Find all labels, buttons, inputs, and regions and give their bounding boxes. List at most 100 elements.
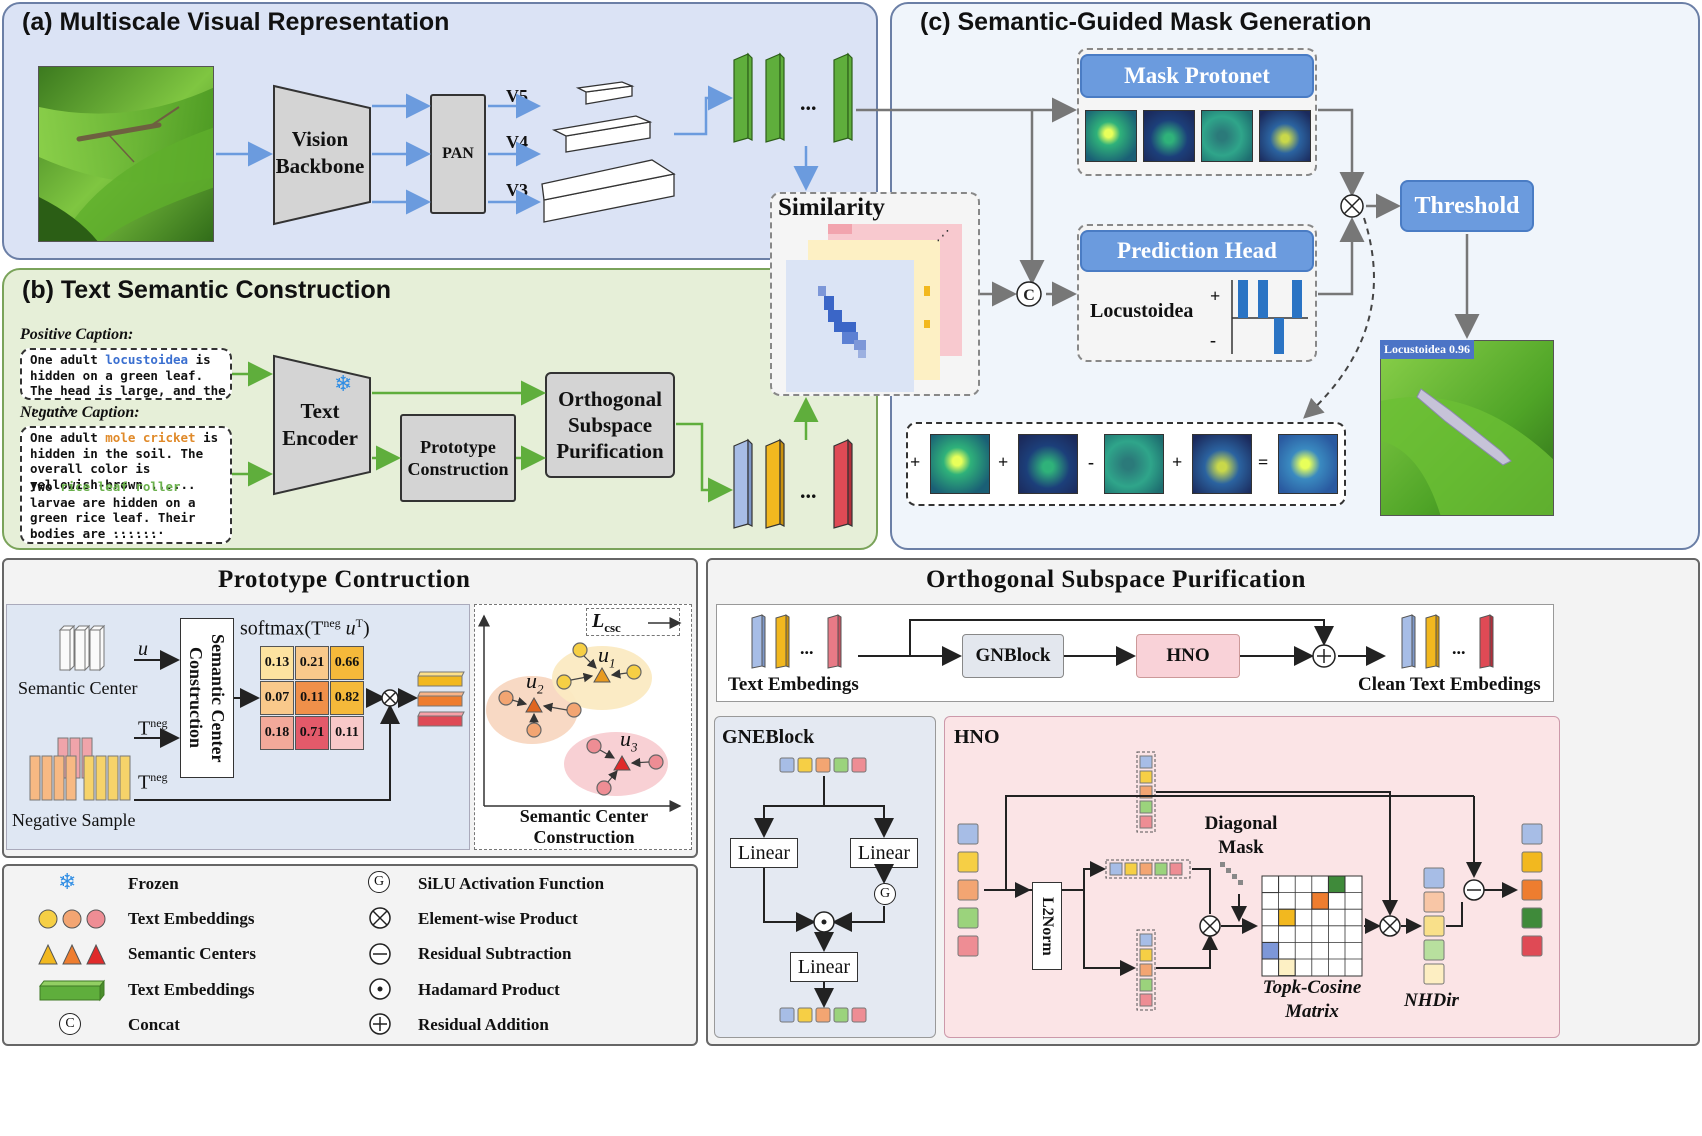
u1-label: u1	[598, 642, 616, 671]
feature-pyramid	[541, 81, 676, 223]
text-embedings-label: Text Embedings	[728, 674, 859, 695]
protonet-thumb-2	[1143, 110, 1195, 162]
gne-silu-icon: G	[874, 883, 896, 905]
legend-semantic-centers-triangles	[38, 943, 106, 965]
prototype-panel-title: Prototype Contruction	[218, 566, 471, 593]
gne-linear-right: Linear	[850, 838, 918, 868]
vision-backbone-label: Vision Backbone	[275, 127, 365, 178]
input-image	[38, 66, 214, 242]
svg-text:⋰: ⋰	[936, 228, 950, 244]
osp-input-bars	[751, 614, 842, 669]
scc-box-label: Semantic Center Construction	[186, 633, 228, 763]
legend-hadamard: Hadamard Product	[418, 980, 560, 999]
hadamard-product-icon	[369, 978, 391, 1000]
negative-caption-box	[20, 426, 232, 544]
sum-op-3: -	[1088, 452, 1094, 472]
topk-cosine-label: Topk-Cosine Matrix	[1262, 977, 1362, 1022]
matrix-cell-0-1: 0.21	[295, 646, 329, 680]
hno-box: HNO	[1136, 634, 1240, 678]
residual-addition-icon	[369, 1013, 391, 1035]
negative-caption-text-2: Two rice leaf roller larvae are hidden o…	[30, 479, 196, 541]
sum-op-4: +	[1172, 452, 1183, 472]
tneg-label-1: Tneg	[138, 716, 168, 740]
text-embedding-bars	[733, 438, 853, 529]
silu-icon: G	[368, 871, 390, 893]
sum-thumb-result	[1278, 434, 1338, 494]
tneg-label-2: Tneg	[138, 770, 168, 794]
pred-minus-sign: -	[1210, 330, 1216, 350]
prediction-head-label: Prediction Head	[1080, 230, 1314, 272]
osp-output-bars	[1401, 614, 1494, 669]
legend-concat: Concat	[128, 1015, 180, 1034]
legend-residual-sub: Residual Subtraction	[418, 944, 572, 963]
pan-box: PAN	[430, 94, 486, 214]
u2-label: u2	[526, 668, 544, 697]
text-encoder-label: Text Encoder	[282, 399, 358, 450]
semantic-center-label: Semantic Center	[18, 678, 138, 698]
snowflake-icon: ❄	[58, 870, 77, 895]
matrix-cell-2-0: 0.18	[260, 716, 294, 750]
l2norm-box	[1032, 882, 1062, 970]
negative-caption-more: .......	[112, 522, 165, 537]
result-label-badge: Locustoidea 0.96	[1380, 340, 1475, 359]
gneblock-title: GNEBlock	[722, 726, 815, 748]
hno-graphics	[957, 751, 1543, 1011]
positive-caption-text: One adult locustoidea is hidden on a gre…	[30, 352, 226, 414]
v3-label: V3	[506, 180, 528, 200]
text-encoder-shape	[273, 354, 371, 496]
negative-caption-text-1: One adult mole cricket is hidden in the …	[30, 430, 219, 492]
legend-semantic-centers: Semantic Centers	[128, 944, 256, 963]
prototype-construction-box: Prototype Construction	[400, 414, 516, 502]
clean-text-embedings-label: Clean Text Embedings	[1358, 674, 1541, 695]
softmax-formula: softmax(Tneg uT)	[240, 616, 370, 640]
legend-text-embedding-dots	[38, 909, 106, 929]
nhdir-label: NHDir	[1404, 990, 1459, 1011]
hno-title: HNO	[954, 726, 1000, 748]
matrix-cell-1-1: 0.11	[295, 681, 329, 715]
legend-green-slab	[38, 979, 106, 1002]
gne-linear-bottom: Linear	[790, 952, 858, 982]
gne-linear-left: Linear	[730, 838, 798, 868]
diagonal-mask-label: Diagonal Mask	[1204, 813, 1278, 858]
hno-panel	[944, 716, 1560, 1038]
sum-thumb-4	[1192, 434, 1252, 494]
positive-caption-label: Positive Caption:	[20, 326, 134, 343]
osp-box: Orthogonal Subspace Purification	[545, 372, 675, 478]
matrix-cell-2-1: 0.71	[295, 716, 329, 750]
sum-op-5: =	[1258, 452, 1269, 472]
legend-residual-add: Residual Addition	[418, 1015, 549, 1034]
u3-label: u3	[620, 726, 638, 755]
panel-a-title: (a) Multiscale Visual Representation	[22, 8, 450, 36]
gneblock-panel	[714, 716, 936, 1038]
u-label: u	[138, 638, 148, 660]
matrix-cell-1-2: 0.82	[330, 681, 364, 715]
osp-output-dots: ...	[1452, 638, 1466, 658]
legend-text-embeddings-1: Text Embeddings	[128, 909, 255, 928]
pred-plus-sign: +	[1210, 286, 1221, 306]
snowflake-icon: ❄	[334, 372, 353, 397]
negative-caption-label: Negative Caption:	[20, 404, 140, 421]
threshold-box: Threshold	[1400, 180, 1534, 232]
text-bars-dots: ...	[800, 478, 817, 503]
gnblock-box: GNBlock	[962, 634, 1064, 678]
sum-op-1: +	[910, 452, 921, 472]
concat-icon: C	[59, 1013, 81, 1035]
legend-text-embeddings-2: Text Embeddings	[128, 980, 255, 999]
legend-elementwise: Element-wise Product	[418, 909, 578, 928]
panel-c-title: (c) Semantic-Guided Mask Generation	[920, 8, 1372, 36]
matrix-cell-2-2: 0.11	[330, 716, 364, 750]
vision-backbone-shape	[273, 84, 371, 226]
legend-frozen: Frozen	[128, 874, 179, 893]
sum-thumb-1	[930, 434, 990, 494]
sum-thumb-2	[1018, 434, 1078, 494]
prediction-bars	[1231, 280, 1308, 354]
mask-protonet-label: Mask Protonet	[1080, 54, 1314, 98]
prototype-output-bars	[417, 671, 465, 727]
protonet-thumb-3	[1201, 110, 1253, 162]
legend-silu: SiLU Activation Function	[418, 874, 605, 893]
result-image	[1380, 340, 1554, 516]
loss-label: Lcsc	[592, 610, 621, 635]
visual-bars-dots: ...	[800, 90, 817, 115]
protonet-thumb-4	[1259, 110, 1311, 162]
matrix-cell-0-2: 0.66	[330, 646, 364, 680]
